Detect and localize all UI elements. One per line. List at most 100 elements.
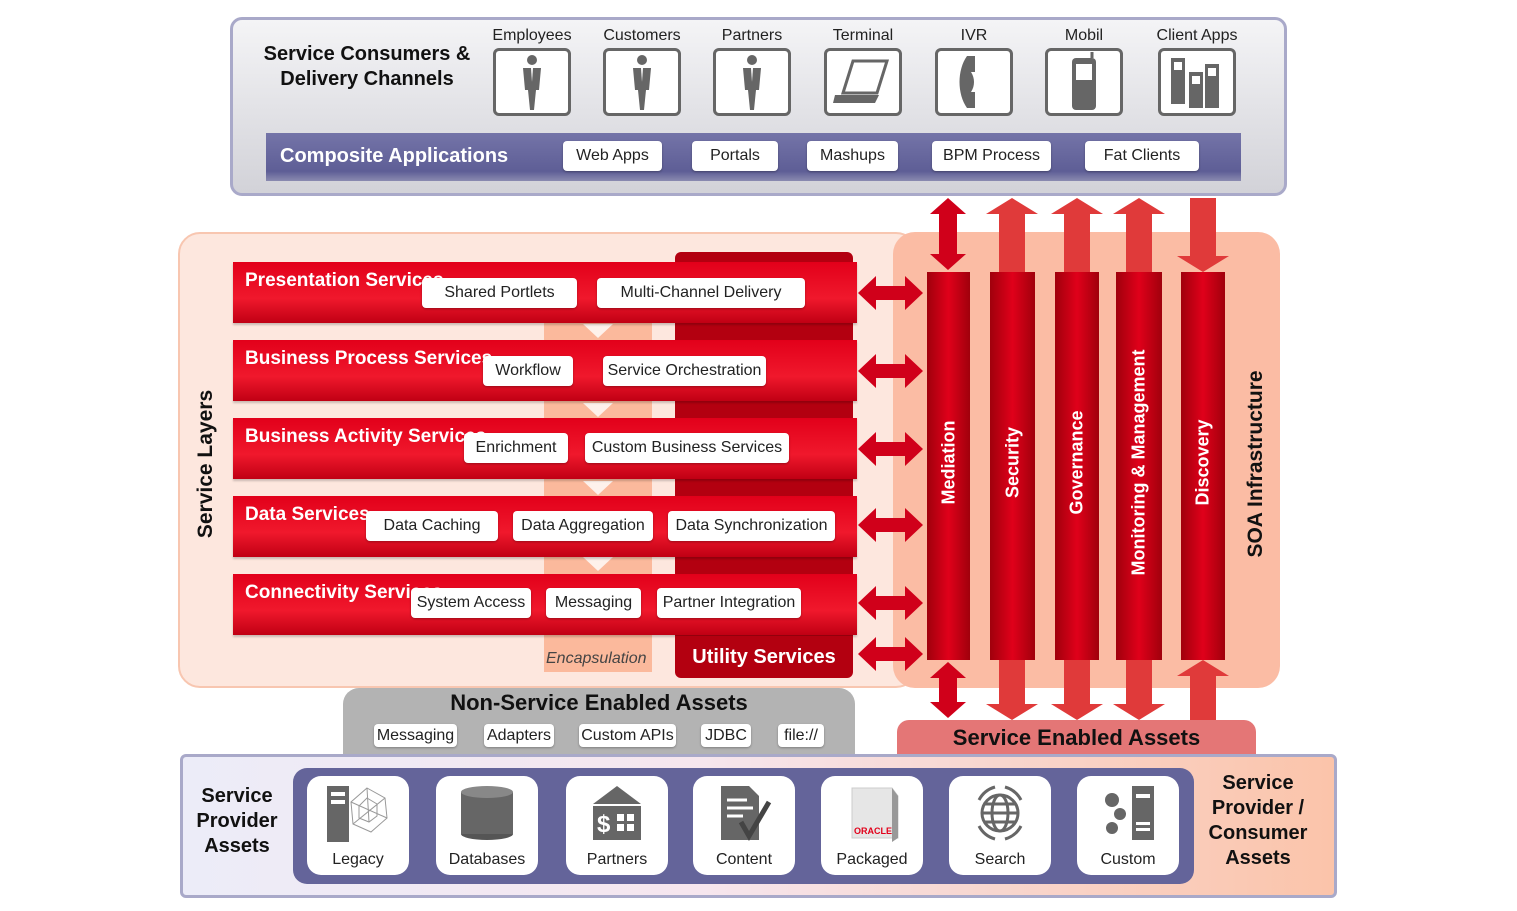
asset-tile-label: Legacy bbox=[332, 851, 384, 868]
pill-messaging: Messaging bbox=[546, 588, 641, 618]
layer-business-activity: Business Activity Services Enrichment Cu… bbox=[233, 418, 857, 479]
svg-text:$: $ bbox=[597, 811, 611, 838]
encap-triangle bbox=[583, 324, 613, 338]
pill-custom-apis: Custom APIs bbox=[579, 724, 676, 747]
channel-partners: Partners bbox=[713, 27, 791, 116]
down-arrow bbox=[1113, 660, 1165, 720]
asset-tile-search: Search bbox=[949, 776, 1051, 875]
soa-column-bar bbox=[1055, 272, 1099, 660]
provider-consumer-assets-title: Service Provider / Consumer Assets bbox=[1208, 772, 1308, 869]
database-icon bbox=[457, 786, 517, 848]
pill-jdbc: JDBC bbox=[701, 724, 751, 747]
person-icon bbox=[603, 48, 681, 116]
double-arrow-horizontal bbox=[858, 637, 923, 671]
soa-infrastructure-title: SOA Infrastructure bbox=[1244, 370, 1267, 558]
asset-tile-packaged: ORACLE Packaged bbox=[821, 776, 923, 875]
soa-column-bar bbox=[1116, 272, 1162, 660]
up-arrow bbox=[1177, 660, 1229, 720]
double-arrow-horizontal bbox=[858, 432, 923, 466]
layer-title: Data Services bbox=[245, 504, 370, 525]
asset-tile-legacy: Legacy bbox=[307, 776, 409, 875]
down-arrow bbox=[986, 660, 1038, 720]
asset-tile-custom: Custom bbox=[1077, 776, 1179, 875]
asset-tile-label: Packaged bbox=[836, 851, 908, 868]
pill-custom-business-services: Custom Business Services bbox=[585, 433, 789, 463]
up-arrow bbox=[986, 198, 1038, 272]
column-governance: Governance bbox=[1066, 410, 1087, 515]
layer-presentation: Presentation Services Shared Portlets Mu… bbox=[233, 262, 857, 323]
pill-web-apps: Web Apps bbox=[563, 141, 662, 171]
layer-title: Presentation Services bbox=[245, 270, 444, 291]
layer-data: Data Services Data Caching Data Aggregat… bbox=[233, 496, 857, 557]
down-arrow bbox=[1177, 198, 1229, 272]
pill-data-aggregation: Data Aggregation bbox=[513, 511, 653, 541]
legacy-icon bbox=[323, 786, 393, 848]
custom-server-icon bbox=[1098, 786, 1158, 848]
partners-building-icon: $ bbox=[587, 786, 647, 848]
column-security: Security bbox=[1002, 426, 1023, 499]
phone-icon bbox=[935, 48, 1013, 116]
content-document-icon bbox=[713, 786, 775, 848]
column-mediation: Mediation bbox=[938, 420, 959, 505]
pill-mashups: Mashups bbox=[807, 141, 898, 171]
channel-employees: Employees bbox=[492, 27, 572, 116]
layer-business-process: Business Process Services Workflow Servi… bbox=[233, 340, 857, 401]
up-arrow bbox=[1113, 198, 1165, 272]
layer-title: Business Activity Services bbox=[245, 426, 487, 447]
asset-tile-partners: $ Partners bbox=[566, 776, 668, 875]
layer-title: Business Process Services bbox=[245, 348, 493, 369]
consumers-title: Service Consumers & Delivery Channels bbox=[263, 43, 471, 90]
pill-nsea-messaging: Messaging bbox=[374, 724, 457, 747]
search-globe-icon bbox=[969, 785, 1031, 848]
pill-data-caching: Data Caching bbox=[366, 511, 498, 541]
double-arrow-horizontal bbox=[858, 276, 923, 310]
asset-tile-label: Search bbox=[974, 851, 1026, 868]
person-icon bbox=[713, 48, 791, 116]
asset-tile-label: Databases bbox=[448, 851, 526, 868]
pill-partner-integration: Partner Integration bbox=[657, 588, 801, 618]
pill-workflow: Workflow bbox=[483, 356, 573, 386]
person-icon bbox=[493, 48, 571, 116]
laptop-icon bbox=[824, 48, 902, 116]
asset-tile-label: Content bbox=[715, 851, 773, 868]
pill-multi-channel: Multi-Channel Delivery bbox=[597, 278, 805, 308]
encap-triangle bbox=[583, 481, 613, 495]
channel-label: Partners bbox=[721, 27, 783, 44]
utility-services: Utility Services bbox=[675, 636, 853, 678]
asset-tile-label: Custom bbox=[1100, 851, 1156, 868]
pill-file: file:// bbox=[778, 724, 824, 747]
provider-assets-title: Service Provider Assets bbox=[196, 785, 278, 857]
double-arrow-horizontal bbox=[858, 586, 923, 620]
asset-tile-label: Partners bbox=[586, 851, 648, 868]
soa-column-bar bbox=[990, 272, 1035, 660]
up-arrow bbox=[1051, 198, 1103, 272]
pill-adapters: Adapters bbox=[484, 724, 554, 747]
service-enabled-assets: Service Enabled Assets bbox=[897, 720, 1256, 754]
layer-connectivity: Connectivity Services System Access Mess… bbox=[233, 574, 857, 635]
double-arrow-horizontal bbox=[858, 354, 923, 388]
channel-ivr: IVR bbox=[935, 27, 1013, 116]
packaged-box-icon: ORACLE bbox=[842, 787, 902, 848]
channel-label: Mobil bbox=[1064, 27, 1104, 44]
channel-label: Client Apps bbox=[1156, 27, 1238, 44]
channel-terminal: Terminal bbox=[824, 27, 902, 116]
encap-triangle bbox=[583, 557, 613, 571]
encapsulation-label: Encapsulation bbox=[546, 650, 647, 667]
channel-client-apps: Client Apps bbox=[1157, 27, 1237, 116]
channel-label: Customers bbox=[603, 27, 681, 44]
double-arrow-vertical bbox=[930, 198, 966, 270]
channel-label: Terminal bbox=[832, 27, 894, 44]
column-monitoring: Monitoring & Management bbox=[1128, 349, 1149, 576]
channel-customers: Customers bbox=[603, 27, 681, 116]
asset-tile-databases: Databases bbox=[436, 776, 538, 875]
double-arrow-vertical bbox=[930, 662, 966, 718]
oracle-logo: ORACLE bbox=[854, 826, 892, 836]
pill-data-synchronization: Data Synchronization bbox=[668, 511, 835, 541]
pill-fat-clients: Fat Clients bbox=[1085, 141, 1199, 171]
column-discovery: Discovery bbox=[1192, 419, 1213, 506]
encap-triangle bbox=[583, 403, 613, 417]
pill-shared-portlets: Shared Portlets bbox=[422, 278, 577, 308]
pill-portals: Portals bbox=[692, 141, 778, 171]
